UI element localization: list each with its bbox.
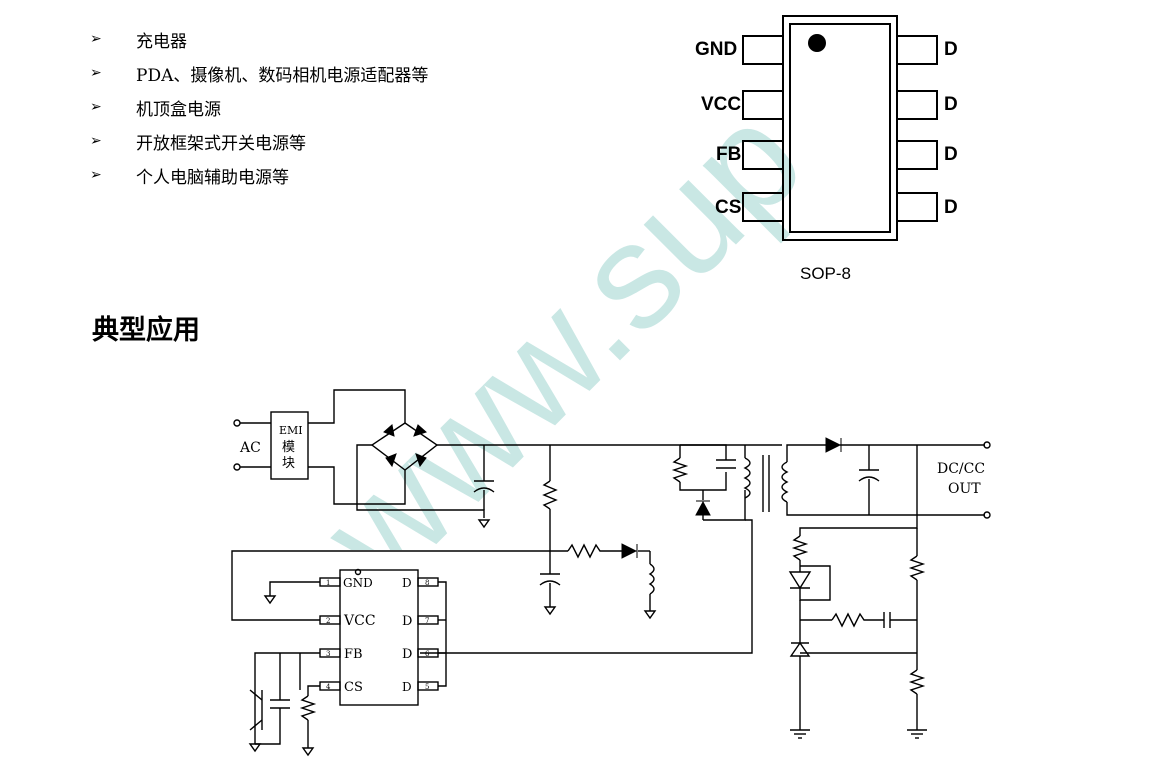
list-item: ➢ 充电器 <box>90 22 428 56</box>
ic-pin-name: D <box>402 647 412 662</box>
bridge-rectifier <box>370 422 439 471</box>
pin-label-d: D <box>944 144 958 165</box>
arrow-bullet-icon: ➢ <box>90 99 102 115</box>
pin-pad <box>742 35 784 65</box>
list-item: ➢ 机顶盒电源 <box>90 90 428 124</box>
arrow-bullet-icon: ➢ <box>90 167 102 183</box>
ac-label: AC <box>239 440 261 456</box>
ic-pin-number: 1 <box>326 579 330 587</box>
output-label: OUT <box>948 481 981 497</box>
package-inner <box>789 23 891 233</box>
pin-pad <box>896 90 938 120</box>
ground-icon <box>301 747 315 757</box>
ic-pin-number: 6 <box>425 650 430 658</box>
pin-pad <box>896 192 938 222</box>
list-item-text: 开放框架式开关电源等 <box>136 133 306 154</box>
emi-module-box <box>270 411 309 480</box>
ic-body <box>339 569 419 706</box>
ic-pin-number: 2 <box>326 617 330 625</box>
ic-pin-number: 3 <box>326 650 330 658</box>
pin-label-fb: FB <box>716 144 742 165</box>
pin1-marker <box>808 34 826 52</box>
list-item: ➢ 个人电脑辅助电源等 <box>90 158 428 192</box>
ic-pin-name: VCC <box>343 613 376 629</box>
ic-pin-name: CS <box>344 680 363 695</box>
ic-pin-number: 8 <box>425 579 429 587</box>
section-title: 典型应用 <box>92 315 200 346</box>
ic-pin-name: D <box>402 576 412 590</box>
list-item-text: 个人电脑辅助电源等 <box>136 167 289 188</box>
list-item: ➢ 开放框架式开关电源等 <box>90 124 428 158</box>
applications-list: ➢ 充电器 ➢ PDA、摄像机、数码相机电源适配器等 ➢ 机顶盒电源 ➢ 开放框架式开关… <box>90 22 428 192</box>
ground-icon <box>248 743 262 753</box>
pin-label-vcc: VCC <box>701 94 742 115</box>
pin-pad <box>742 90 784 120</box>
pin-label-gnd: GND <box>695 39 738 60</box>
pin-label-cs: CS <box>715 197 742 218</box>
pin-label-d: D <box>944 39 958 60</box>
emi-label: EMI <box>279 424 303 437</box>
pin-pad <box>896 35 938 65</box>
ic-pin-number: 5 <box>425 683 429 691</box>
emi-label: 块 <box>282 456 295 471</box>
arrow-bullet-icon: ➢ <box>90 31 102 47</box>
ic-pin-number: 4 <box>326 683 331 691</box>
ic-pin-number: 7 <box>425 617 429 625</box>
application-schematic: AC EMI 模 块 DC/CC OUT 1 2 3 4 8 7 6 5 GND… <box>231 389 991 757</box>
list-item-text: 机顶盒电源 <box>136 99 221 120</box>
list-item: ➢ PDA、摄像机、数码相机电源适配器等 <box>90 56 428 90</box>
list-item-text: 充电器 <box>136 31 187 52</box>
ground-icon <box>543 606 557 616</box>
pin-pad <box>896 140 938 170</box>
ic-pin-name: D <box>402 680 412 694</box>
ic-pin-name: D <box>402 614 412 629</box>
emi-label: 模 <box>282 440 295 455</box>
pin-pad <box>742 140 784 170</box>
arrow-bullet-icon: ➢ <box>90 133 102 149</box>
output-label: DC/CC <box>937 461 985 477</box>
ground-icon <box>477 519 491 529</box>
pinout-diagram <box>742 15 938 241</box>
arrow-bullet-icon: ➢ <box>90 65 102 81</box>
pin-pad <box>742 192 784 222</box>
pin-label-d: D <box>944 94 958 115</box>
pin-label-d: D <box>944 197 958 218</box>
ground-icon <box>643 610 657 620</box>
package-name: SOP-8 <box>800 264 852 283</box>
list-item-text: PDA、摄像机、数码相机电源适配器等 <box>136 65 429 86</box>
ground-icon <box>263 595 277 605</box>
ic-pin-name: GND <box>343 576 373 590</box>
ic-pin-name: FB <box>344 647 363 662</box>
package-outline <box>782 15 898 241</box>
